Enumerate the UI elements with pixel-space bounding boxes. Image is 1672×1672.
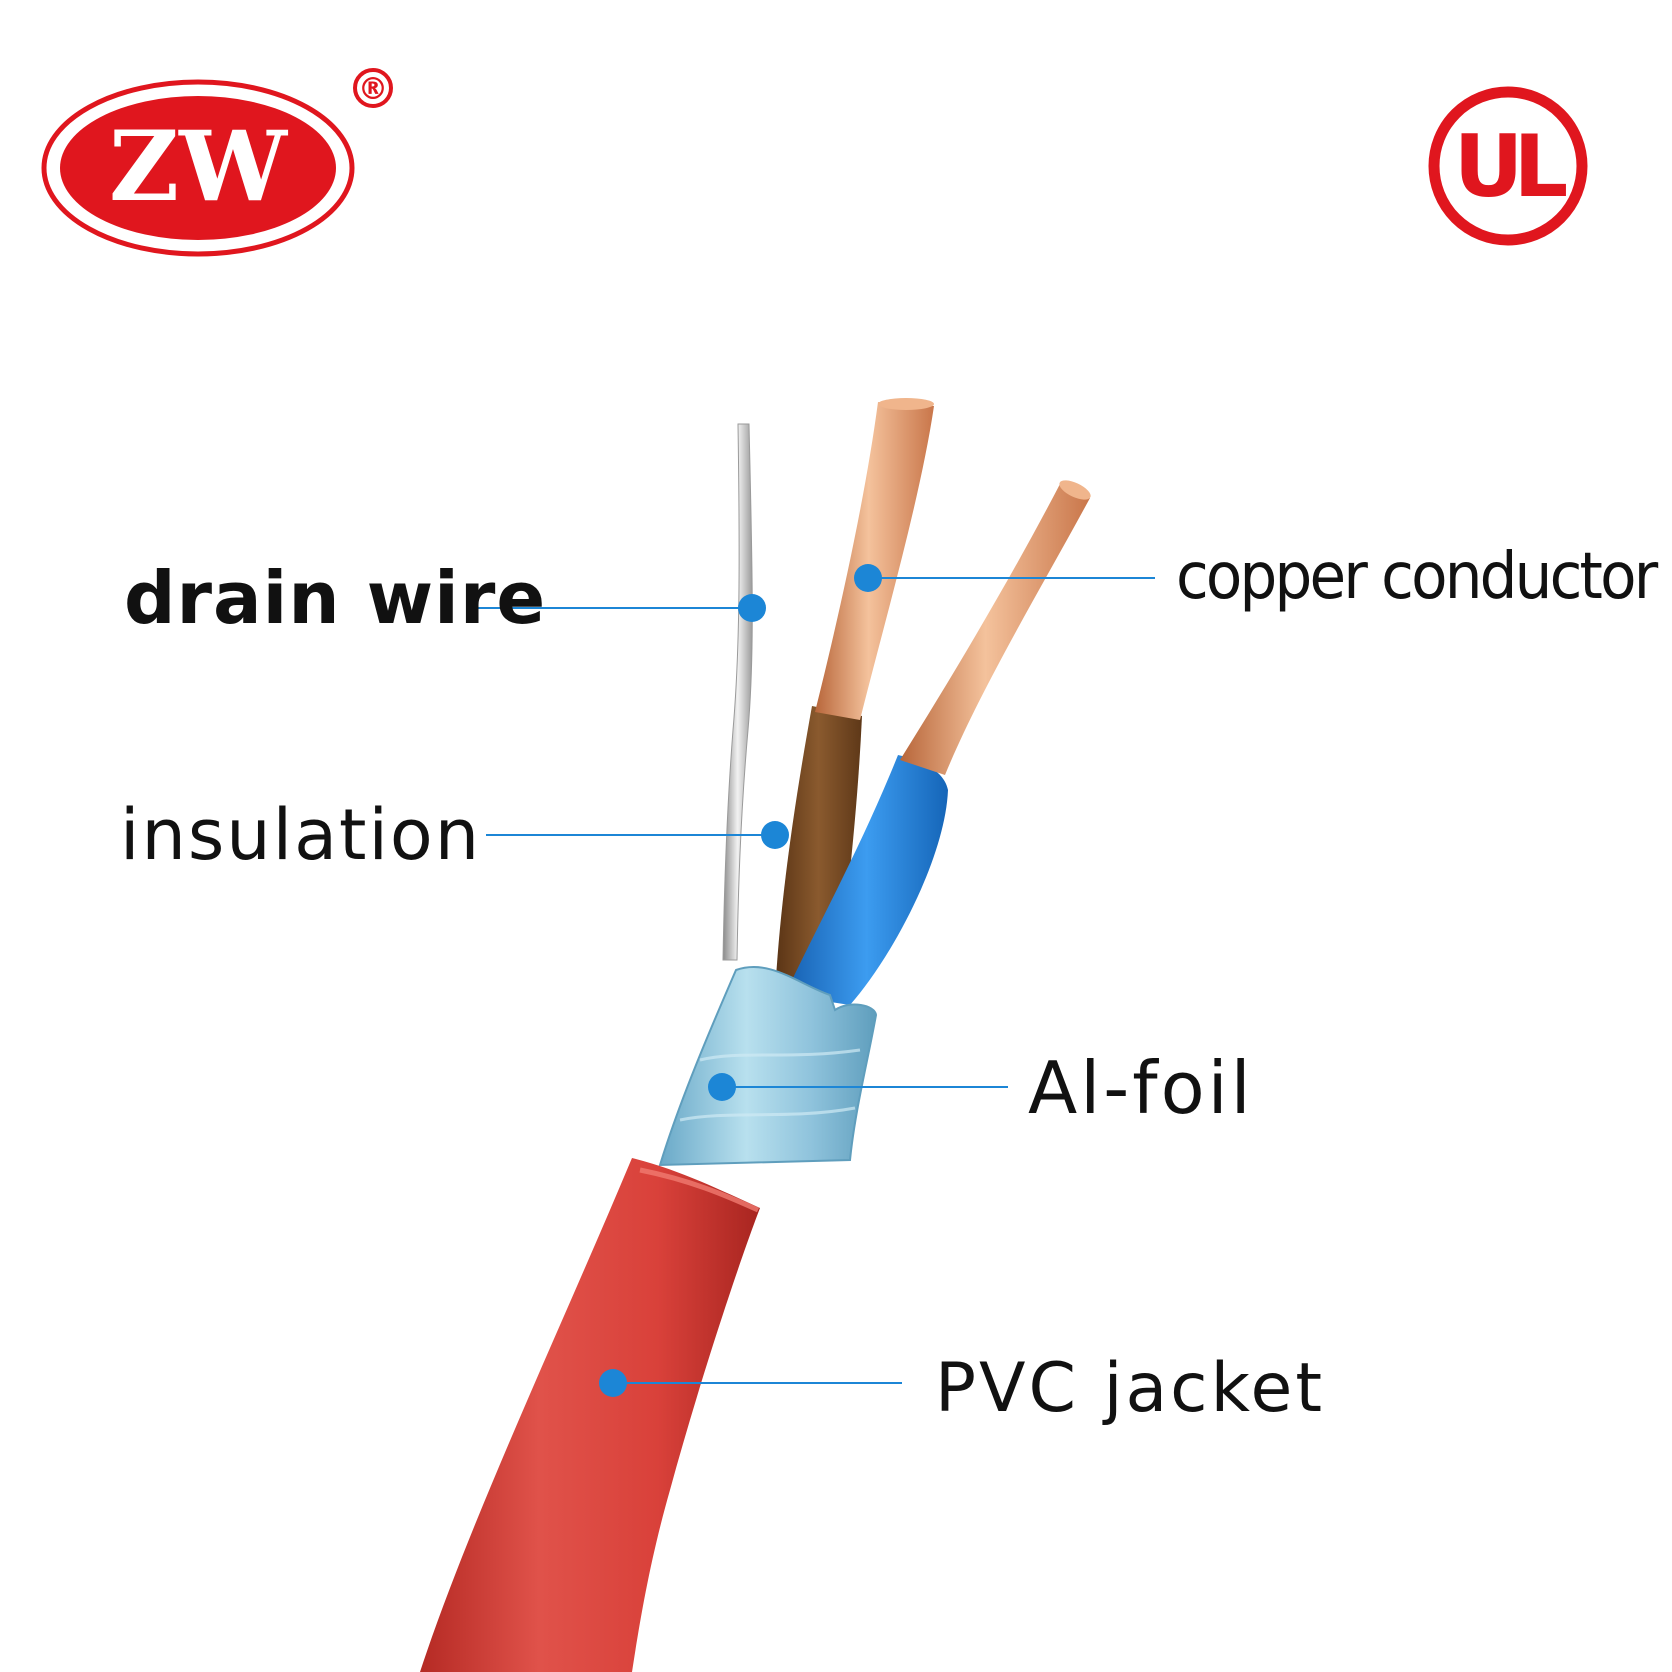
copper-conductor-right bbox=[900, 484, 1090, 775]
drain-wire bbox=[722, 423, 753, 961]
ul-certification-mark: UL bbox=[1428, 86, 1588, 246]
label-al-foil: Al-foil bbox=[1028, 1046, 1254, 1130]
zw-logo: ZW bbox=[41, 79, 355, 257]
callout-al-foil bbox=[708, 1073, 1008, 1101]
zw-logo-text: ZW bbox=[109, 110, 288, 223]
callout-insulation bbox=[486, 821, 789, 849]
callout-drain-wire bbox=[466, 594, 766, 622]
copper-conductor-left bbox=[815, 402, 934, 720]
ul-mark-text: UL bbox=[1454, 117, 1567, 217]
registered-mark-text: ® bbox=[358, 72, 388, 107]
label-pvc-jacket: PVC jacket bbox=[935, 1349, 1326, 1428]
pvc-jacket bbox=[420, 1158, 760, 1672]
registered-mark: ® bbox=[353, 68, 393, 108]
callout-pvc-jacket bbox=[599, 1369, 902, 1397]
label-insulation: insulation bbox=[120, 794, 482, 876]
label-drain-wire: drain wire bbox=[124, 556, 547, 640]
callout-copper-conductor bbox=[854, 564, 1155, 592]
label-copper-conductor: copper conductor bbox=[1176, 540, 1658, 614]
blue-insulation bbox=[785, 755, 948, 1005]
